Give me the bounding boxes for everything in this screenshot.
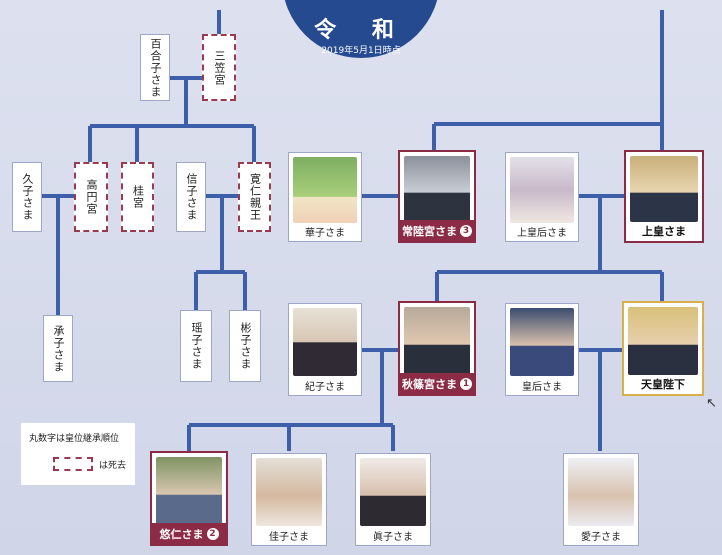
succession-rank-badge: 2 xyxy=(206,527,219,540)
portrait-photo xyxy=(360,458,426,526)
person-name: 百合子さま xyxy=(149,37,162,98)
succession-rank-badge: 1 xyxy=(460,377,472,390)
portrait-photo xyxy=(628,307,698,375)
card-emperor: 天皇陛下 xyxy=(622,301,704,396)
person-name: 佳子さま xyxy=(269,531,309,543)
portrait-photo xyxy=(630,156,698,222)
portrait-photo xyxy=(404,307,470,375)
portrait-photo xyxy=(568,458,634,526)
person-takamado: 高円宮 xyxy=(74,162,108,232)
person-katsura: 桂宮 xyxy=(121,162,154,232)
caption: 常陸宮さま 3 xyxy=(400,220,474,241)
person-tomohito: 寛仁親王 xyxy=(238,162,271,232)
person-name: 愛子さま xyxy=(581,531,621,543)
person-name: 皇后さま xyxy=(522,381,562,393)
card-hisahito: 悠仁さま 2 xyxy=(150,451,228,546)
portrait-photo xyxy=(404,156,470,222)
era-title: 令 和 xyxy=(314,18,408,43)
person-name: 信子さま xyxy=(185,173,198,221)
portrait-photo xyxy=(293,157,357,223)
portrait-photo xyxy=(293,308,357,376)
person-tsuguko: 承子さま xyxy=(43,315,73,382)
person-name: 華子さま xyxy=(305,227,345,239)
person-name: 高円宮 xyxy=(85,179,98,215)
card-empress: 皇后さま xyxy=(505,303,579,396)
person-name: 寛仁親王 xyxy=(248,173,262,221)
card-kiko: 紀子さま xyxy=(288,303,362,396)
card-hanako: 華子さま xyxy=(288,152,362,242)
person-name: 久子さま xyxy=(21,173,34,221)
person-name: 三笠宮 xyxy=(213,49,226,86)
card-mako: 眞子さま xyxy=(355,453,431,546)
card-hitachi: 常陸宮さま 3 xyxy=(398,150,476,243)
mouse-pointer-icon: ↖ xyxy=(706,396,717,411)
person-name: 承子さま xyxy=(52,324,65,373)
legend-box: 丸数字は皇位継承順位 は死去 xyxy=(21,423,135,485)
succession-note: 丸数字は皇位継承順位 xyxy=(29,434,120,444)
person-yuriko: 百合子さま xyxy=(140,34,170,101)
deceased-note: は死去 xyxy=(99,461,127,471)
card-aiko: 愛子さま xyxy=(563,453,639,546)
person-yoko: 瑶子さま xyxy=(180,310,212,382)
succession-rank-badge: 3 xyxy=(460,224,472,237)
as-of-date: 2019年5月1日時点 xyxy=(321,46,401,56)
person-akiko: 彬子さま xyxy=(229,310,261,382)
person-name: 常陸宮さま xyxy=(402,224,457,238)
caption: 悠仁さま 2 xyxy=(152,523,226,544)
person-name: 瑶子さま xyxy=(190,322,203,370)
person-mikasa: 三笠宮 xyxy=(202,34,236,101)
caption: 秋篠宮さま 1 xyxy=(400,373,474,394)
portrait-photo xyxy=(256,458,322,526)
caption: 上皇さま xyxy=(626,220,702,241)
person-nobuko: 信子さま xyxy=(176,162,206,232)
person-hisako: 久子さま xyxy=(12,162,42,232)
person-name: 眞子さま xyxy=(373,531,413,543)
person-name: 天皇陛下 xyxy=(641,377,685,391)
caption: 愛子さま xyxy=(564,525,638,545)
card-emperor-emeritus: 上皇さま xyxy=(624,150,704,243)
person-name: 悠仁さま xyxy=(159,527,204,541)
portrait-photo xyxy=(156,457,222,525)
card-empress-emerita: 上皇后さま xyxy=(505,152,579,242)
person-name: 上皇后さま xyxy=(517,227,567,239)
caption: 皇后さま xyxy=(506,375,578,395)
deceased-swatch xyxy=(53,457,93,471)
caption: 上皇后さま xyxy=(506,221,578,241)
person-name: 紀子さま xyxy=(305,381,345,393)
caption: 華子さま xyxy=(289,221,361,241)
portrait-photo xyxy=(510,157,574,223)
person-name: 彬子さま xyxy=(239,322,252,370)
card-kako: 佳子さま xyxy=(251,453,327,546)
era-header: 令 和 2019年5月1日時点 xyxy=(282,0,440,58)
person-name: 上皇さま xyxy=(642,224,686,238)
portrait-photo xyxy=(510,308,574,376)
caption: 佳子さま xyxy=(252,525,326,545)
caption: 天皇陛下 xyxy=(624,373,702,394)
caption: 眞子さま xyxy=(356,525,430,545)
person-name: 秋篠宮さま xyxy=(402,377,457,391)
person-name: 桂宮 xyxy=(131,185,145,209)
card-akishino: 秋篠宮さま 1 xyxy=(398,301,476,396)
caption: 紀子さま xyxy=(289,375,361,395)
